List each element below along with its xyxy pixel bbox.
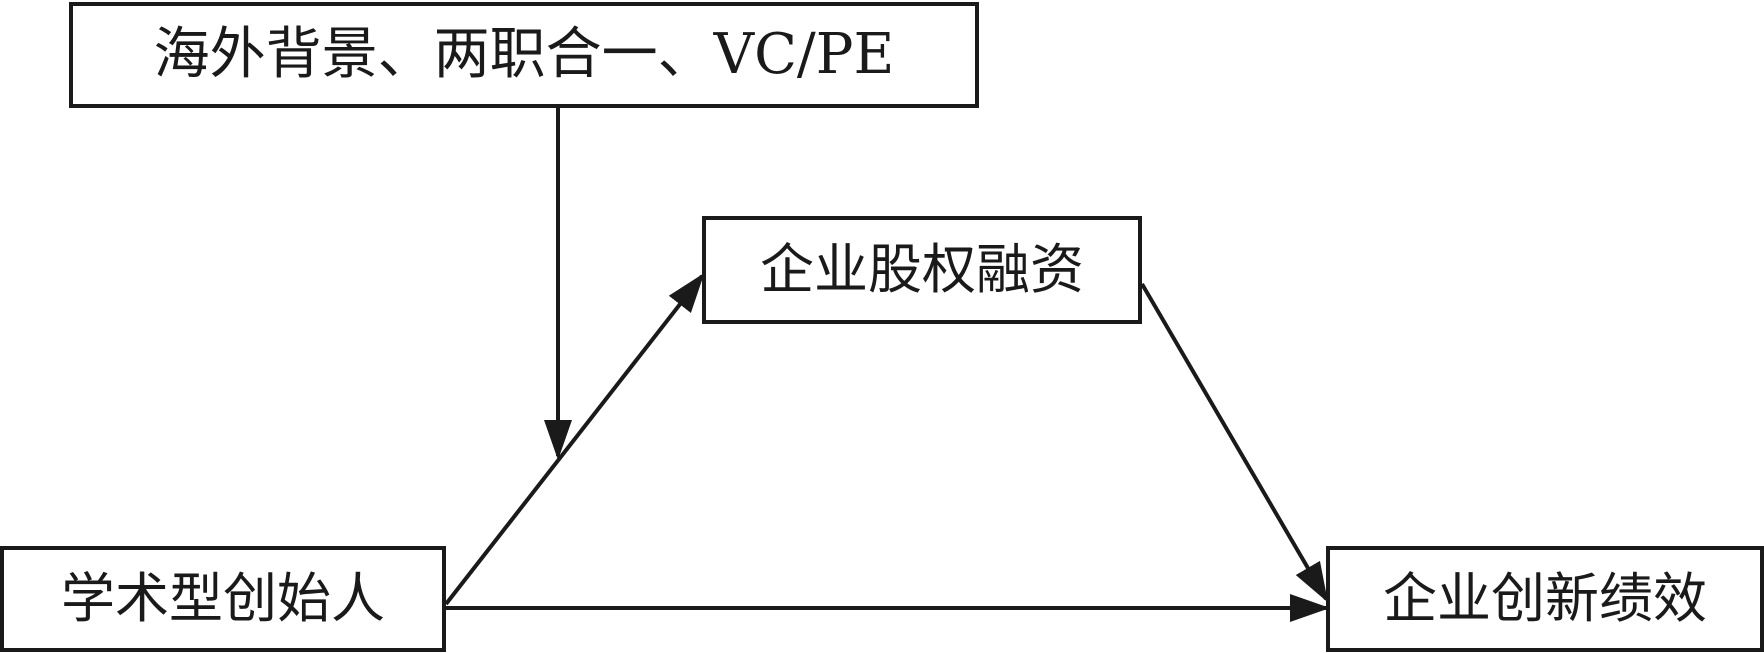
outcome-box: 企业创新绩效 — [1326, 546, 1764, 652]
moderator-box: 海外背景、两职合一、VC/PE — [69, 2, 979, 108]
source-box: 学术型创始人 — [0, 546, 446, 652]
moderator-label: 海外背景、两职合一、VC/PE — [153, 22, 895, 87]
source-label: 学术型创始人 — [61, 567, 385, 630]
mediator-label: 企业股权融资 — [760, 238, 1084, 301]
outcome-label: 企业创新绩效 — [1383, 567, 1707, 630]
mediator-box: 企业股权融资 — [702, 216, 1142, 324]
edge-source-to-mediator — [444, 272, 705, 606]
edge-mediator-to-outcome — [1140, 282, 1329, 603]
